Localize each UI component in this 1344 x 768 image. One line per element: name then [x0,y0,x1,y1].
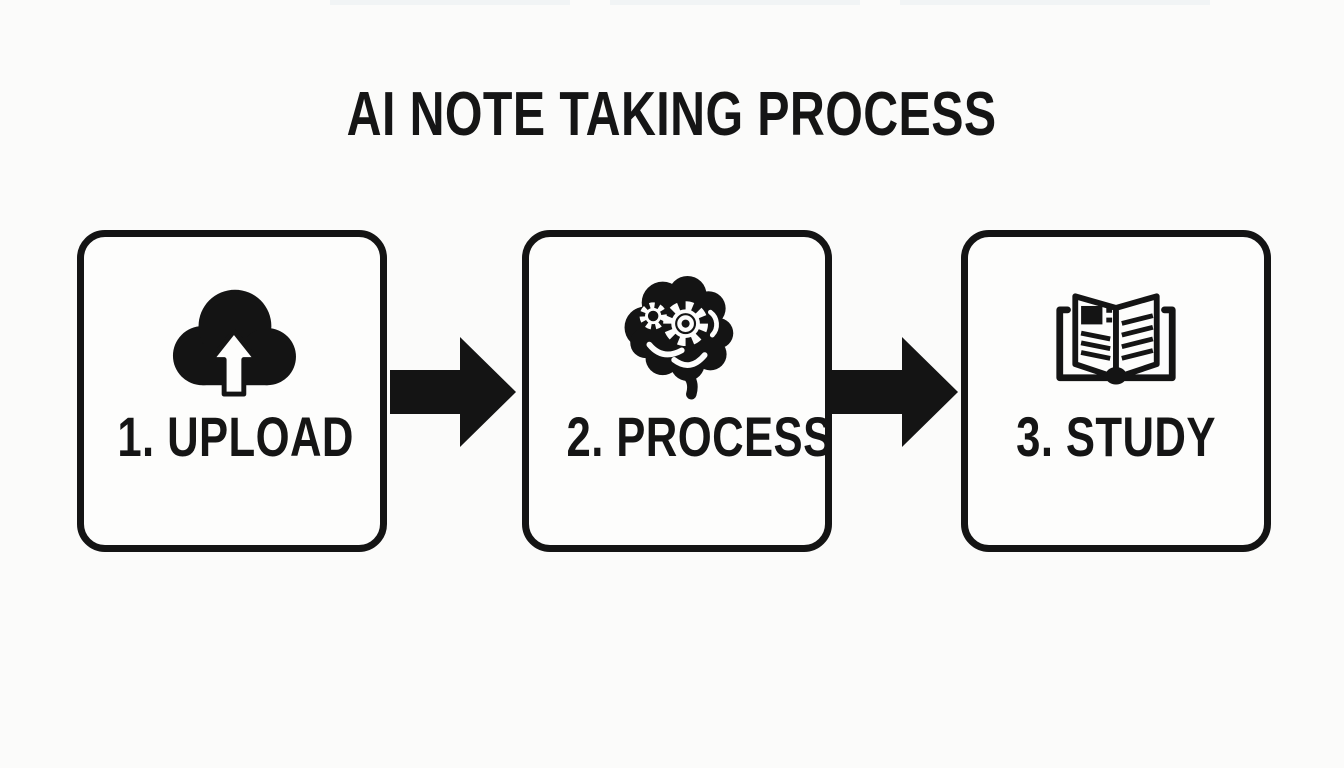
step-label: 2. PROCESS [529,409,833,465]
step-box-study: 3. STUDY [961,230,1271,552]
step-icon-wrap [968,267,1264,407]
brain-stem [680,368,698,400]
step-label: 1. UPLOAD [84,409,380,465]
book-spine [1105,367,1127,385]
step-label-text: 1. UPLOAD [117,405,354,468]
brain-gear-icon [624,275,734,400]
brain-fold [671,352,708,368]
brain-fold [646,341,685,358]
page-text-lines-right [1121,313,1154,361]
right-arrow-icon [832,337,958,447]
artifact-segment [330,0,570,5]
page-title-text: AI NOTE TAKING PROCESS [347,80,997,149]
small-gear-icon [639,302,667,330]
artifact-segment [900,0,1210,5]
cloud-upload-icon [172,289,296,397]
artifact-segment [610,0,860,5]
top-edge-artifact [0,0,1344,6]
step-icon-wrap [529,267,825,407]
step-box-process: 2. PROCESS [522,230,832,552]
step-icon-wrap [84,267,380,407]
page-mark [1106,307,1113,313]
brain-fold [708,309,719,338]
step-label-text: 2. PROCESS [566,405,833,468]
page-text-lines-left [1080,330,1111,361]
right-arrow-icon [390,337,516,447]
step-label-text: 3. STUDY [1016,405,1216,468]
page-title: AI NOTE TAKING PROCESS [0,84,1344,146]
page-mark [1106,317,1113,323]
open-book-icon [1056,293,1176,385]
step-label: 3. STUDY [968,409,1264,465]
upload-arrow-cutout [208,328,260,397]
page-image-block [1081,305,1103,325]
step-box-upload: 1. UPLOAD [77,230,387,552]
